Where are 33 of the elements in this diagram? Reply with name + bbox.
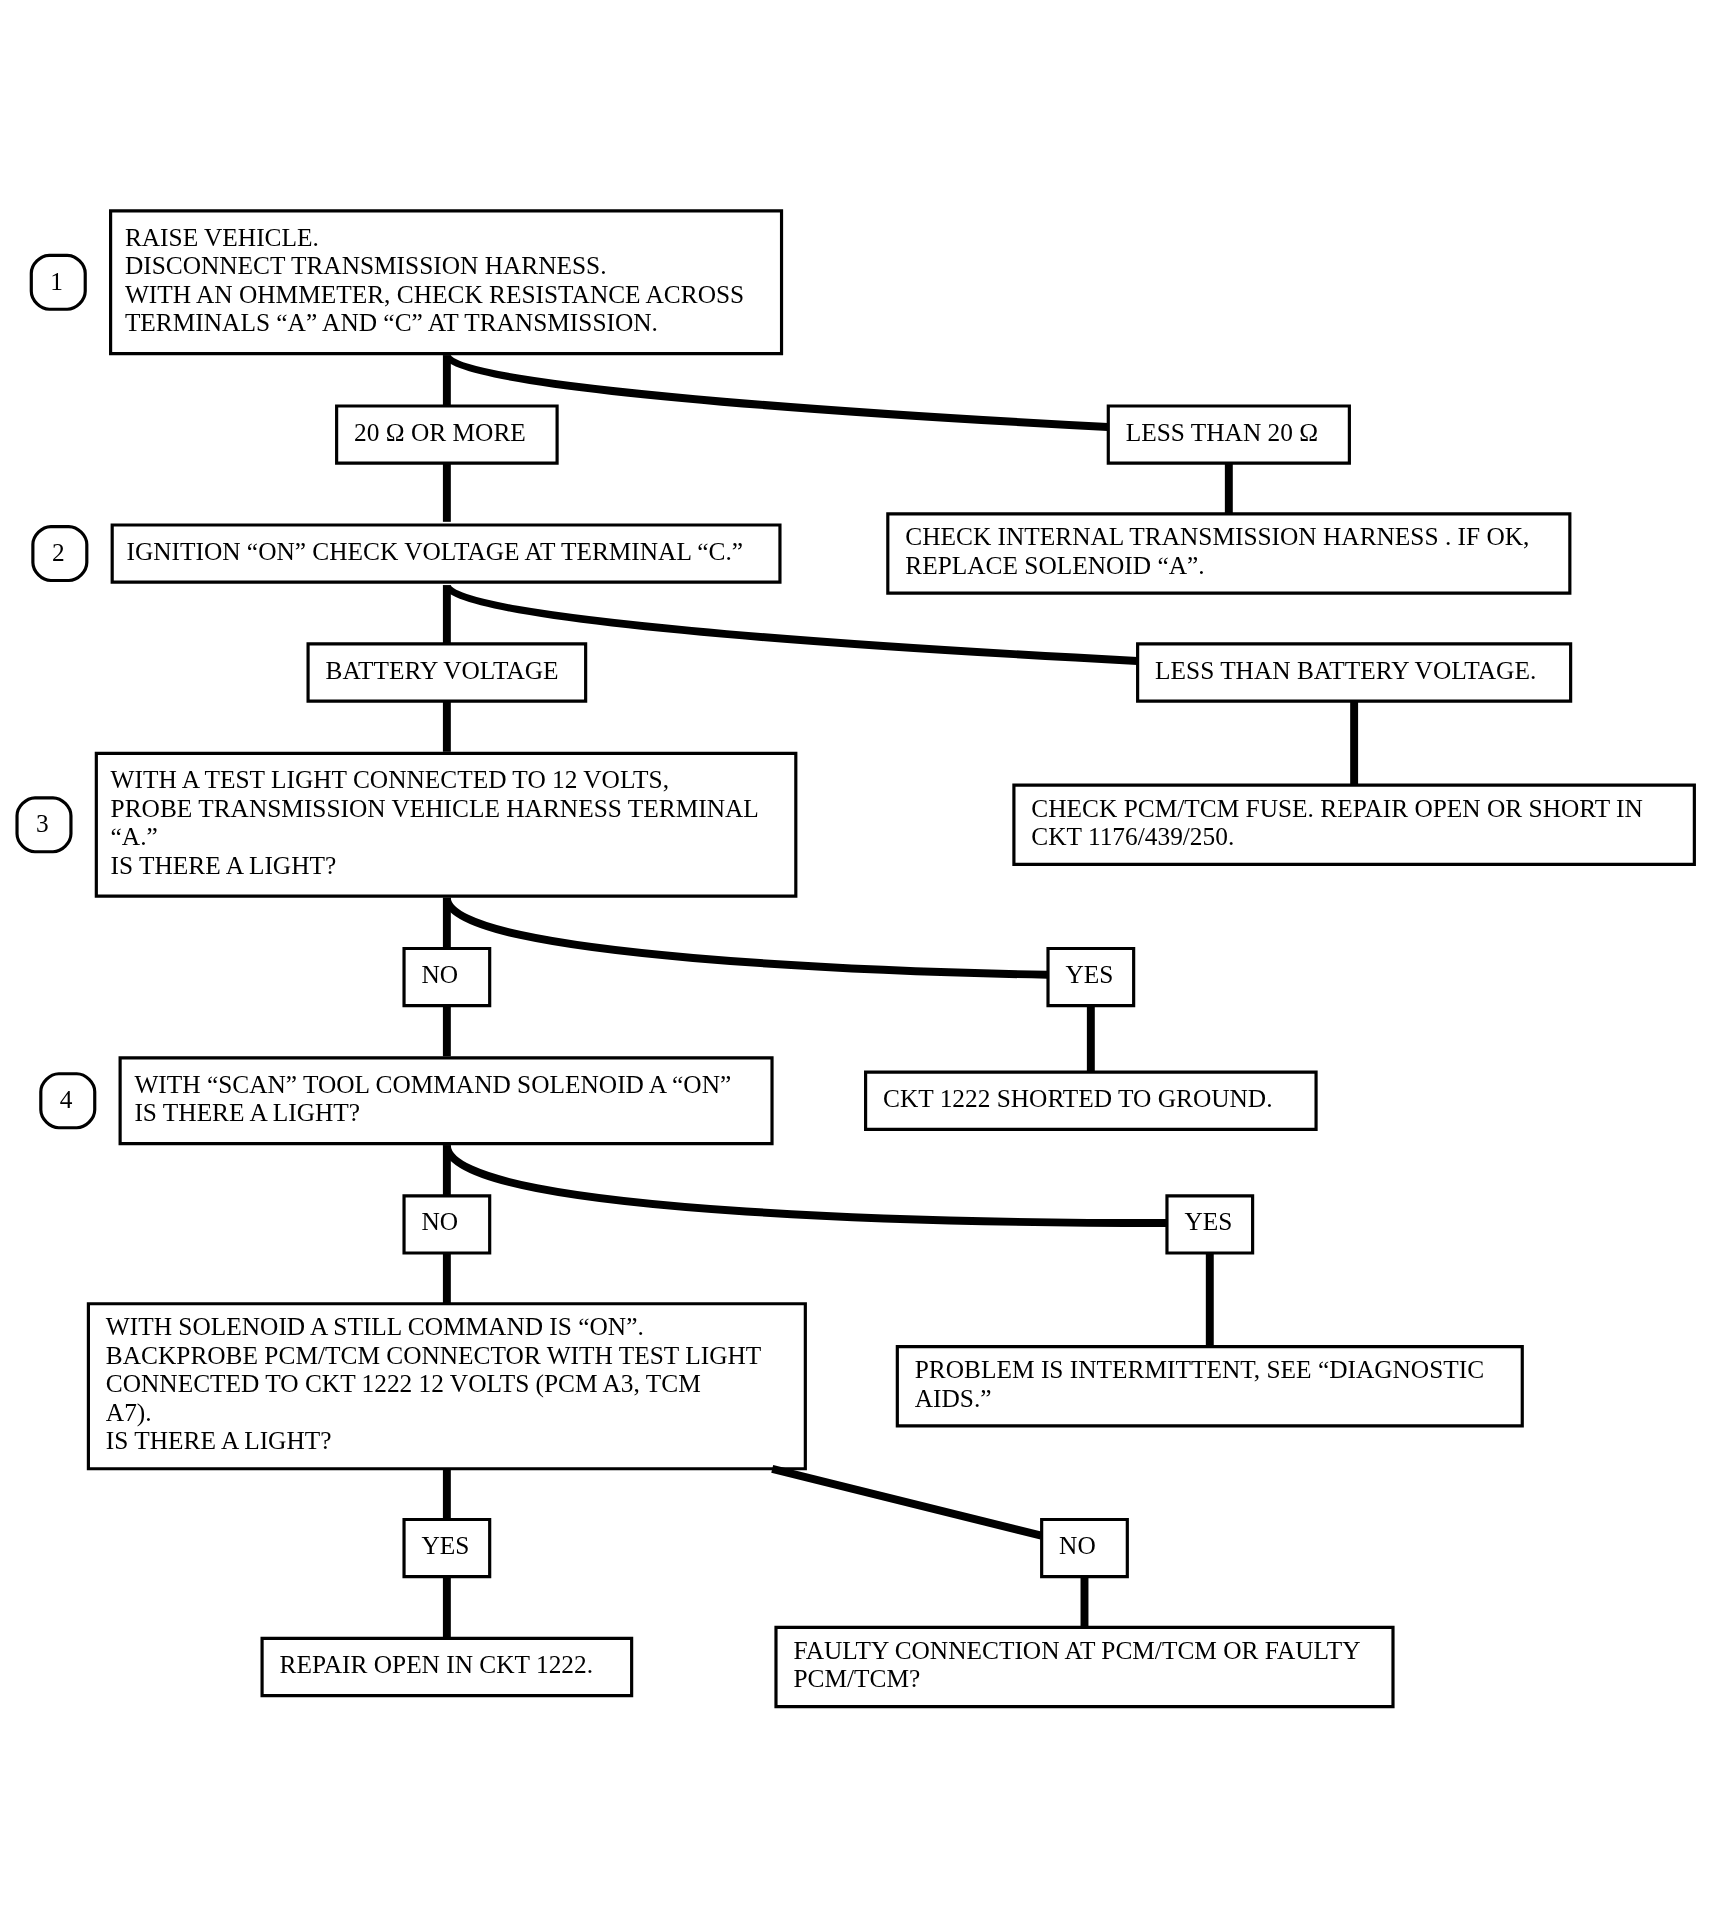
- connector: [1080, 1576, 1089, 1627]
- node-box: 20 Ω OR MORE: [335, 403, 559, 465]
- node-box: REPAIR OPEN IN CKT 1222.: [260, 1636, 634, 1697]
- node-label: 1: [50, 266, 64, 295]
- node-box: YES: [1165, 1193, 1255, 1255]
- node-box: PROBLEM IS INTERMITTENT, SEE “DIAGNOSTIC AIDS.”: [895, 1344, 1524, 1427]
- node-box: YES: [402, 1517, 492, 1578]
- connector: [442, 1576, 451, 1638]
- connector: [1086, 1005, 1095, 1072]
- connector: [771, 1464, 1043, 1540]
- node-box: BATTERY VOLTAGE: [306, 641, 588, 703]
- node-box: LESS THAN BATTERY VOLTAGE.: [1136, 641, 1573, 703]
- node-label: 2: [51, 537, 65, 566]
- node-box: FAULTY CONNECTION AT PCM/TCM OR FAULTY PCM/TCM?: [774, 1625, 1395, 1708]
- connector: [1350, 700, 1359, 785]
- connector: [442, 1005, 451, 1056]
- connector: [1224, 463, 1233, 514]
- node-label: 3: [36, 808, 49, 837]
- node-label: 4: [59, 1084, 73, 1113]
- node-box: NO: [1040, 1517, 1129, 1578]
- node-box: YES: [1046, 946, 1136, 1007]
- connector: [443, 895, 1048, 979]
- connector: [1205, 1253, 1214, 1346]
- node-box: LESS THAN 20 Ω: [1106, 403, 1351, 465]
- node-box: CHECK PCM/TCM FUSE. REPAIR OPEN OR SHORT IN CKT 1176/439/250.: [1012, 783, 1696, 866]
- node-box: WITH SOLENOID A STILL COMMAND IS “ON”. BACKPROBE PCM/TCM CONNECTOR WITH TEST LIGHT CONNECTED TO CKT 1222 12 VOLTS (PCM A3, TCM A7). IS THERE A LIGHT?: [86, 1301, 807, 1470]
- connector: [443, 1142, 1167, 1227]
- node-box: CHECK INTERNAL TRANSMISSION HARNESS . IF OK, REPLACE SOLENOID “A”.: [886, 511, 1572, 595]
- connector: [442, 1253, 451, 1303]
- node-box: CKT 1222 SHORTED TO GROUND.: [864, 1070, 1318, 1131]
- node-box: NO: [402, 946, 492, 1007]
- connector: [442, 1468, 451, 1519]
- node-box: NO: [402, 1193, 492, 1255]
